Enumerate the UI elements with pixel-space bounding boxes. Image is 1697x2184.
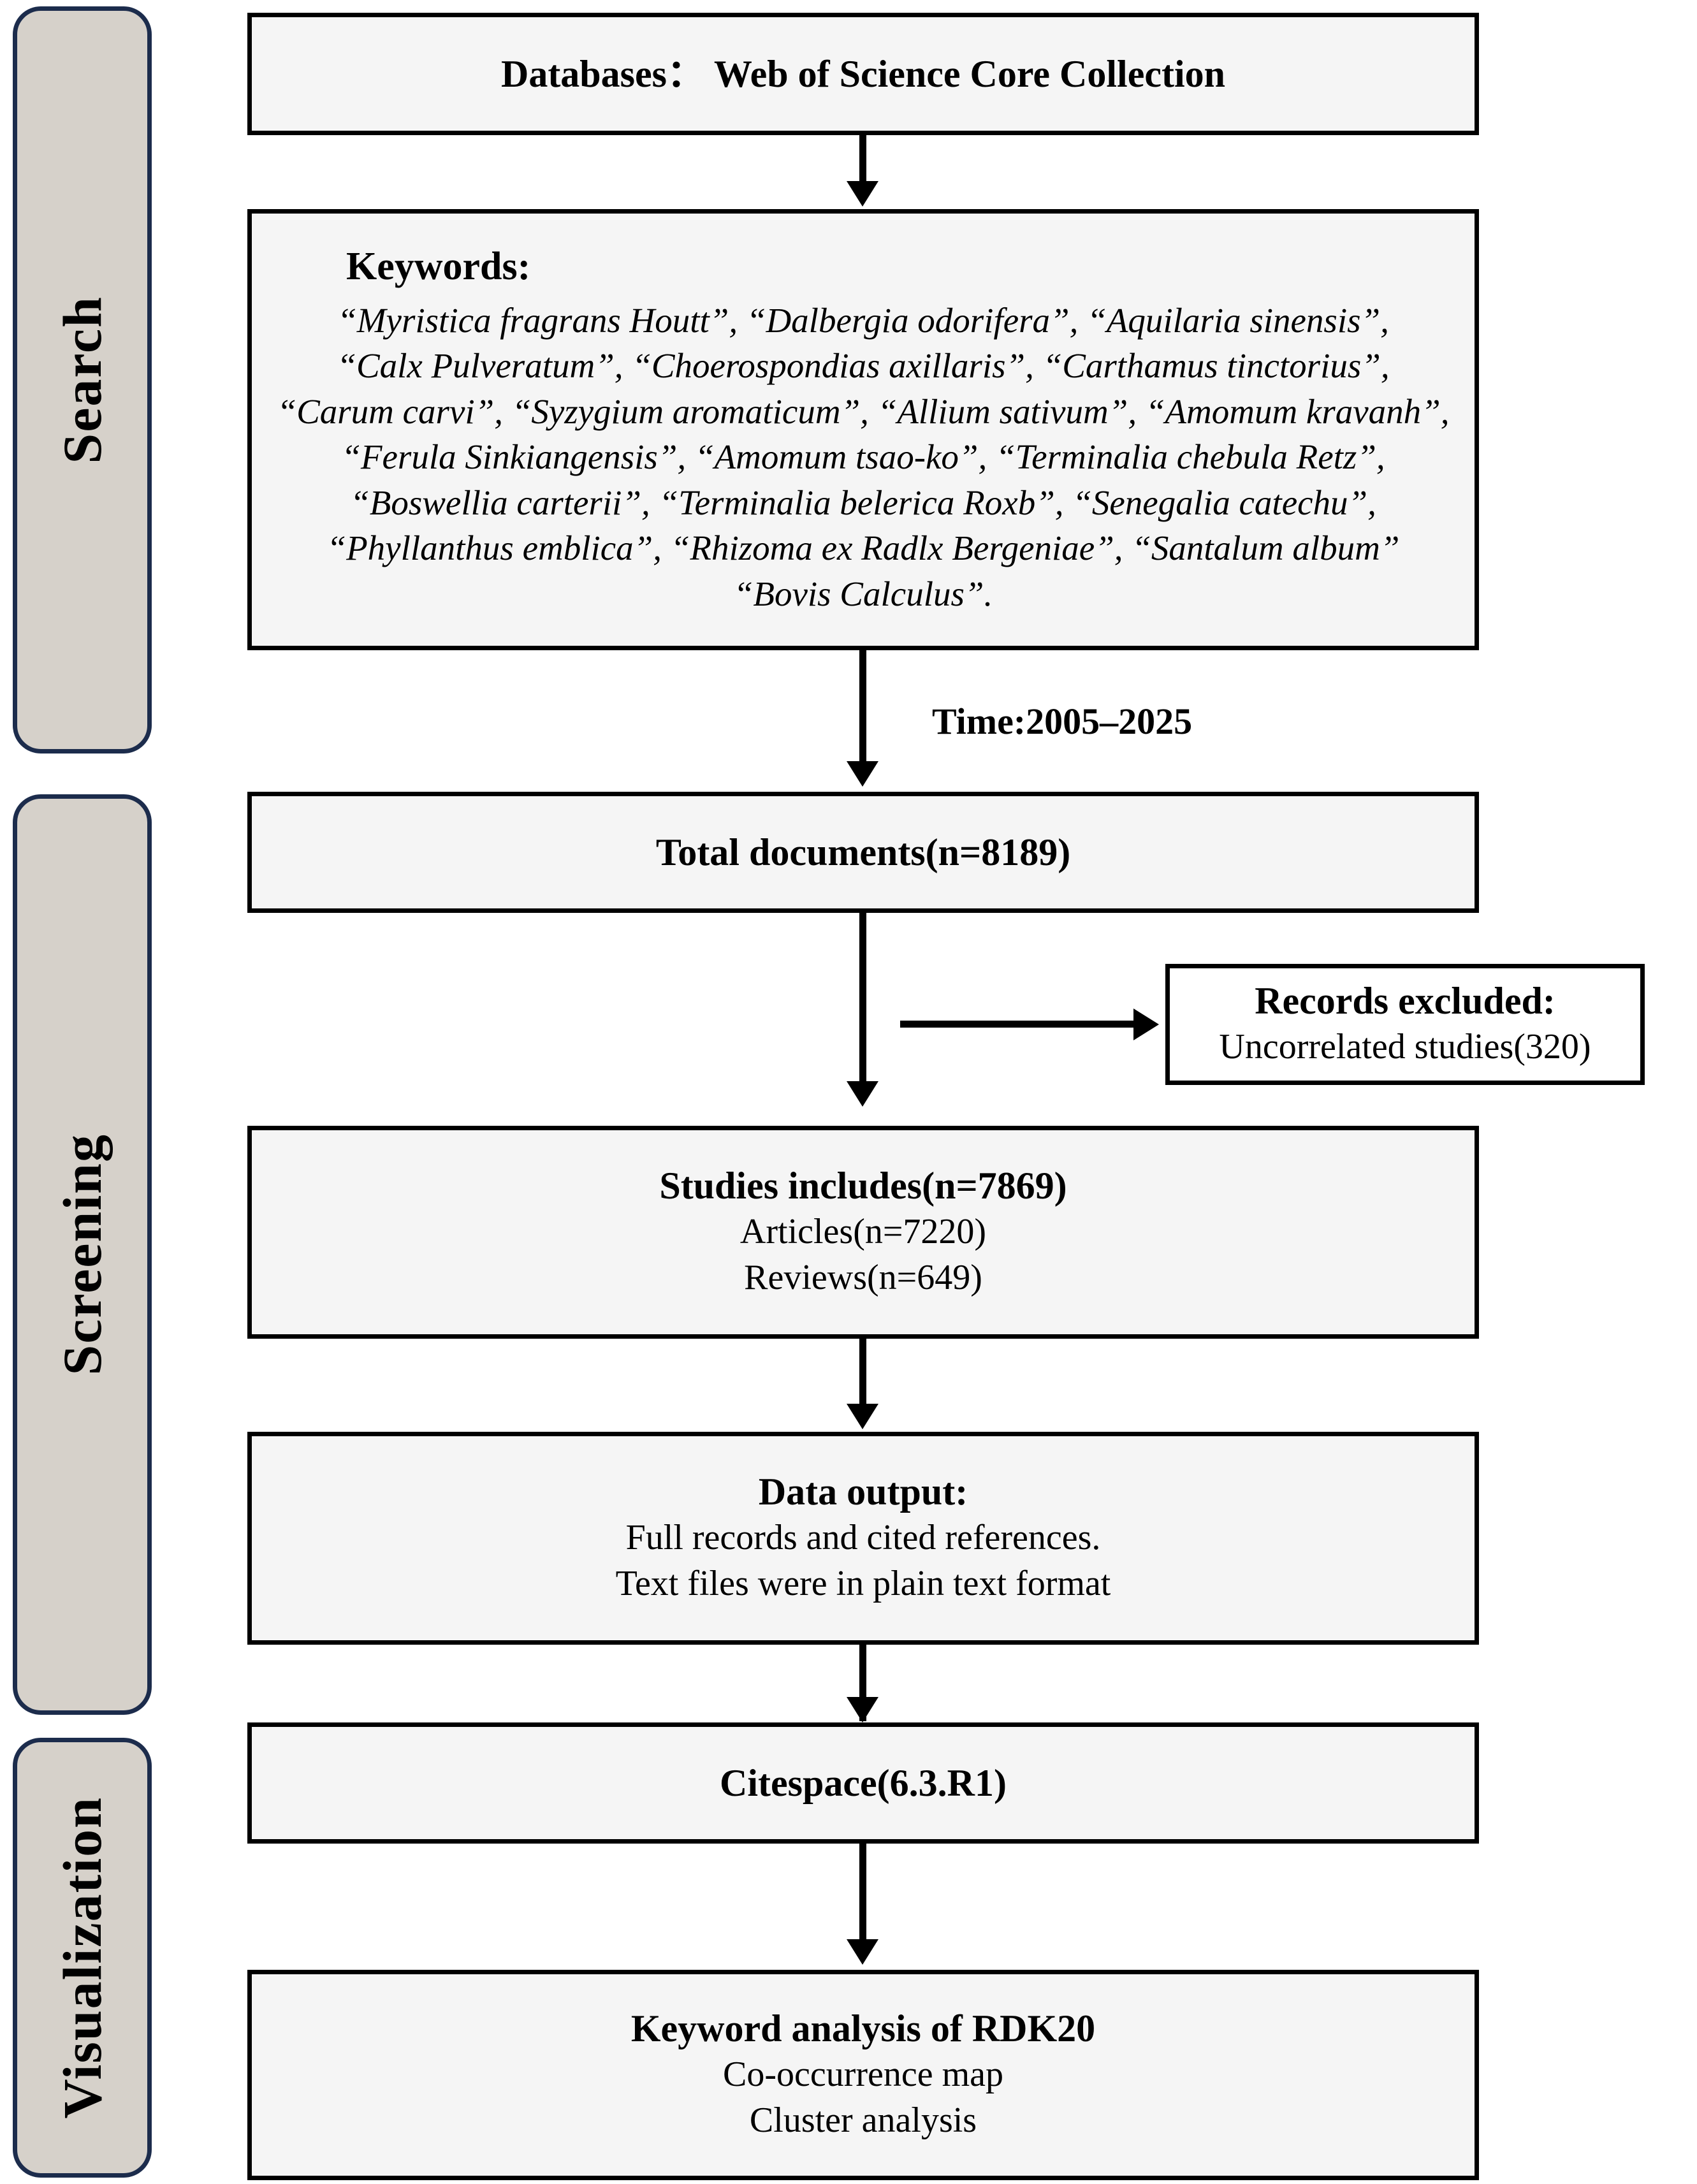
- arrowhead-records-excluded: [1133, 1008, 1159, 1040]
- arrowhead-keywords-total: [847, 761, 878, 787]
- keywords-heading: Keywords:: [346, 244, 531, 288]
- keyword-line: “Carum carvi”, “Syzygium aromaticum”, “A…: [277, 391, 1450, 431]
- keyword-line: “Myristica fragrans Houtt”, “Dalbergia o…: [337, 300, 1389, 340]
- arrowhead-total-studies: [847, 1081, 878, 1107]
- keyword-line: “Bovis Calculus”.: [733, 574, 993, 613]
- keyword-line: “Boswellia carterii”, “Terminalia beleri…: [350, 483, 1376, 522]
- arrowhead-data-output-software: [847, 1697, 878, 1722]
- stage-label-search: Search: [52, 296, 113, 464]
- data-output-title: Data output:: [758, 1470, 968, 1513]
- connector-software-analysis: [859, 1844, 866, 1942]
- box-records-excluded: Records excluded: Uncorrelated studies(3…: [1165, 964, 1645, 1085]
- data-output-detail-format: Text files were in plain text format: [615, 1564, 1111, 1604]
- box-total-documents: Total documents(n=8189): [247, 792, 1479, 913]
- analysis-detail-cooccurrence: Co-occurrence map: [723, 2054, 1003, 2094]
- stage-label-visualization: Visualization: [52, 1796, 113, 2119]
- analysis-title: Keyword analysis of RDK20: [630, 2007, 1096, 2049]
- keyword-line: “Phyllanthus emblica”, “Rhizoma ex Radlx…: [326, 528, 1400, 568]
- box-studies-included: Studies includes(n=7869) Articles(n=7220…: [247, 1126, 1479, 1339]
- data-output-detail-records: Full records and cited references.: [625, 1517, 1101, 1557]
- stage-label-screening: Screening: [52, 1133, 113, 1376]
- records-excluded-detail: Uncorrelated studies(320): [1219, 1027, 1591, 1067]
- stage-panel-search: Search: [13, 6, 152, 753]
- stage-panel-visualization: Visualization: [13, 1738, 152, 2178]
- box-software: Citespace(6.3.R1): [247, 1722, 1479, 1844]
- studies-included-reviews: Reviews(n=649): [744, 1258, 982, 1298]
- connector-data-output-software: [859, 1645, 866, 1721]
- connector-studies-data-output: [859, 1339, 866, 1408]
- keyword-line: “Calx Pulveratum”, “Choerospondias axill…: [337, 346, 1390, 386]
- arrowhead-studies-data-output: [847, 1404, 878, 1429]
- box-keywords: Keywords: “Myristica fragrans Houtt”, “D…: [247, 209, 1479, 650]
- arrowhead-software-analysis: [847, 1939, 878, 1965]
- keywords-list: “Myristica fragrans Houtt”, “Dalbergia o…: [252, 298, 1475, 617]
- box-databases: Databases： Web of Science Core Collectio…: [247, 13, 1479, 135]
- edge-label-time-filter: Time:2005–2025: [932, 701, 1193, 742]
- databases-title: Databases： Web of Science Core Collectio…: [501, 52, 1225, 95]
- studies-included-articles: Articles(n=7220): [739, 1211, 987, 1251]
- arrowhead-databases-keywords: [847, 181, 878, 207]
- box-analysis: Keyword analysis of RDK20 Co-occurrence …: [247, 1970, 1479, 2180]
- total-documents-title: Total documents(n=8189): [655, 831, 1071, 873]
- stage-panel-screening: Screening: [13, 794, 152, 1715]
- software-title: Citespace(6.3.R1): [720, 1761, 1007, 1804]
- keyword-line: “Ferula Sinkiangensis”, “Amomum tsao-ko”…: [341, 437, 1385, 477]
- analysis-detail-cluster: Cluster analysis: [749, 2100, 977, 2141]
- connector-keywords-total: [859, 650, 866, 765]
- studies-included-title: Studies includes(n=7869): [659, 1164, 1067, 1207]
- connector-databases-keywords: [859, 135, 866, 185]
- connector-total-studies: [859, 913, 866, 1085]
- box-data-output: Data output: Full records and cited refe…: [247, 1432, 1479, 1645]
- connector-branch-records-excluded: [900, 1021, 1136, 1028]
- records-excluded-title: Records excluded:: [1255, 980, 1555, 1023]
